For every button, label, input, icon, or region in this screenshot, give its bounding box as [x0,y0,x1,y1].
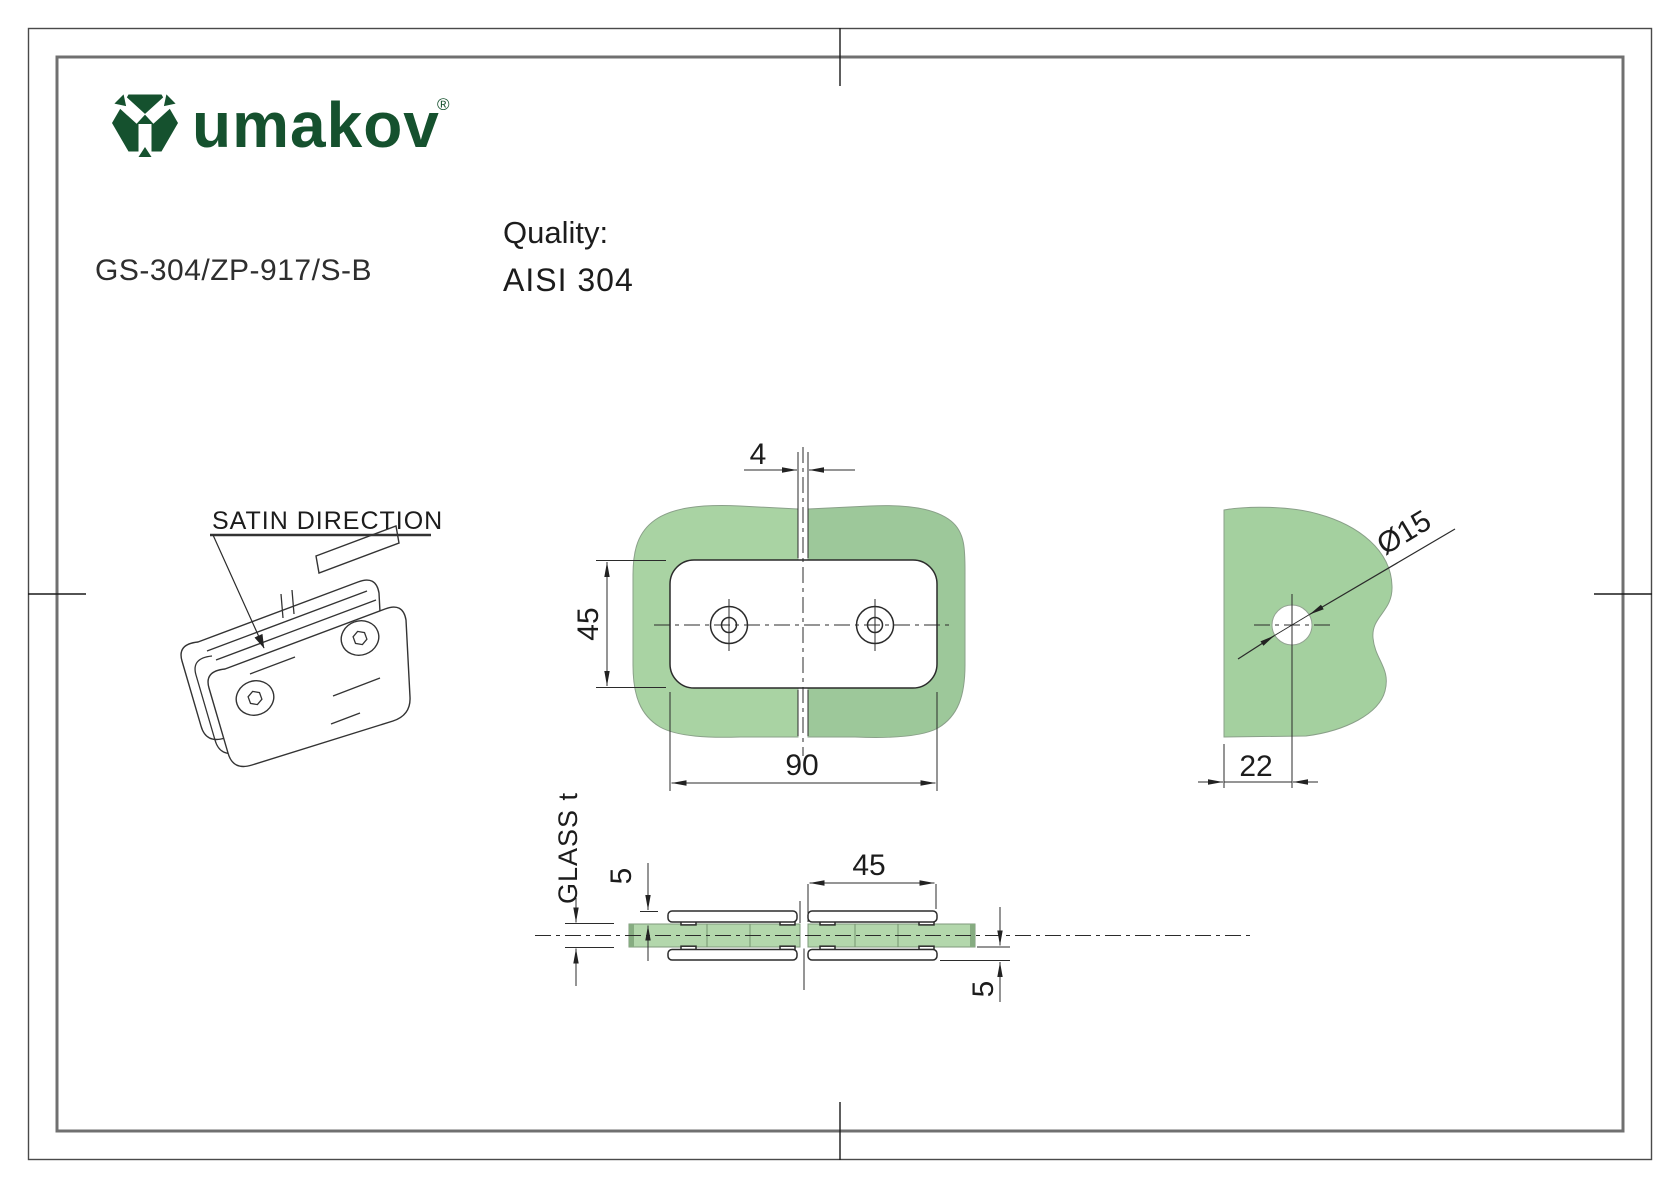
gap-dimension-label: 4 [750,438,767,471]
dimension-plate-width: 45 [809,849,935,886]
iso-gap-line-1 [280,593,284,619]
brand-wordmark: umakov [192,89,440,161]
satin-leader-line [212,534,265,649]
dimension-top-offset: 5 [605,863,658,961]
section-glass-right-end [970,924,975,947]
drawing-frame [27,27,1653,1161]
side-view: Ø15 22 [1198,504,1456,788]
dimension-height: 45 [572,560,666,688]
iso-screw-left [235,680,275,716]
section-clamp-right [807,910,938,961]
dimension-width: 90 [669,692,938,791]
iso-screw-right [340,620,380,656]
section-clamp-left [667,910,798,961]
logo-notch-left [114,94,127,107]
bottom-offset-dimension-label: 5 [967,981,1000,998]
iso-gap-line-2 [291,589,295,615]
dimension-gap: 4 [744,438,855,473]
iso-glass-edge-line-1 [215,599,377,661]
width-dimension-label: 90 [785,749,818,782]
dimension-edge-distance: 22 [1198,744,1318,788]
iso-glass-edge-line-2 [206,590,368,652]
section-view: 45 GLASS t 5 5 [535,792,1253,1002]
section-glass-left [628,923,801,948]
satin-direction-label: SATIN DIRECTION [212,507,443,535]
logo-notch-right [163,94,176,107]
quality-value: AISI 304 [503,262,634,298]
front-view: 4 45 90 [572,438,966,791]
iso-satin-marks [249,656,381,725]
edge-distance-dimension-label: 22 [1239,750,1272,783]
registered-mark: ® [437,95,450,114]
isometric-view: SATIN DIRECTION [180,507,443,768]
product-code: GS-304/ZP-917/S-B [95,254,372,287]
height-dimension-label: 45 [572,607,605,640]
glass-thickness-label: GLASS t [553,792,583,904]
logo-notch-bottom [138,147,152,157]
dimension-bottom-offset: 5 [940,907,1010,1002]
logo: umakov ® [112,89,450,161]
plate-width-dimension-label: 45 [852,849,885,882]
top-offset-dimension-label: 5 [605,868,638,885]
dimension-glass-thickness: GLASS t [553,792,614,986]
quality-label: Quality: [503,215,608,250]
